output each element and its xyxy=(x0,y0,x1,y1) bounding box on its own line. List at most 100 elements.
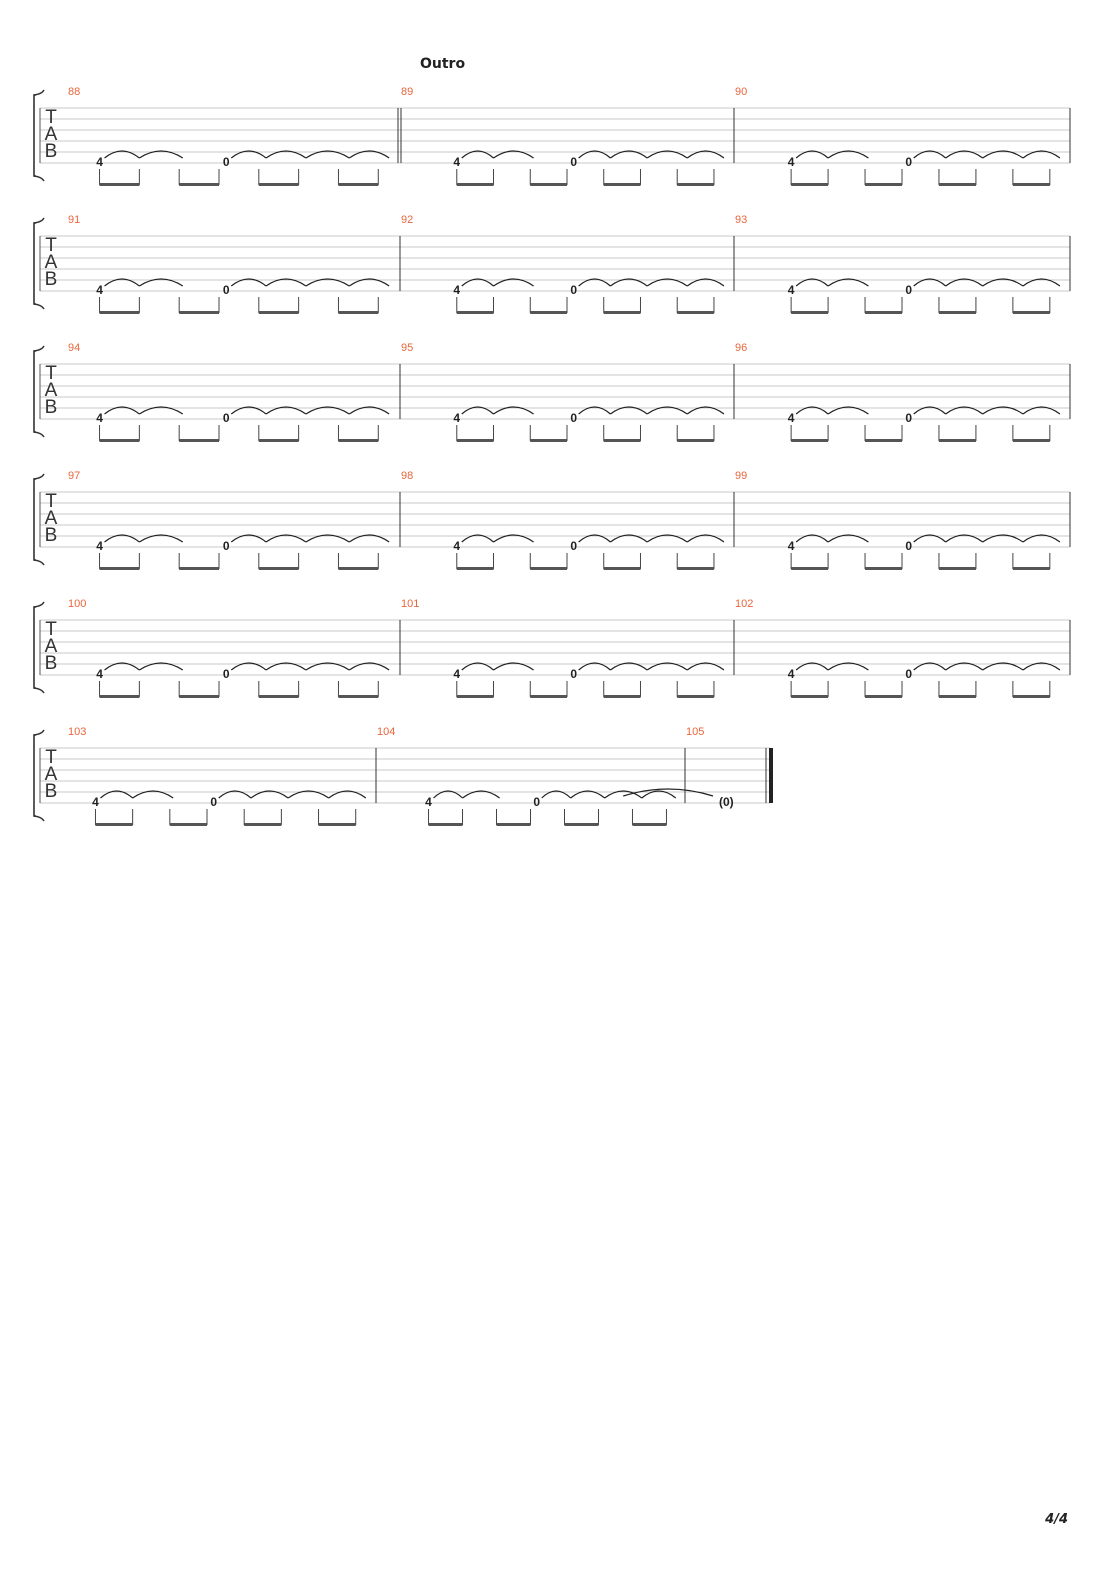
tie-arc xyxy=(139,150,184,159)
tie-arc xyxy=(265,278,307,287)
tie-arc xyxy=(578,662,611,671)
tie-arc xyxy=(462,790,500,799)
tie-arc xyxy=(493,150,534,159)
tab-clef-letter: B xyxy=(45,653,58,674)
fret-number: 4 xyxy=(453,155,460,169)
bar-number: 91 xyxy=(68,214,80,226)
note-beam xyxy=(258,567,299,570)
note-beam xyxy=(258,695,299,698)
tab-clef-letter: B xyxy=(45,269,58,290)
note-beam xyxy=(1012,695,1050,698)
tie-arc xyxy=(578,150,611,159)
note-beam xyxy=(938,567,976,570)
tie-arc xyxy=(945,278,984,287)
tie-arc xyxy=(139,278,184,287)
tab-clef-letter: A xyxy=(45,508,58,529)
tie-arc xyxy=(100,790,134,799)
tie-arc xyxy=(493,406,534,415)
tie-arc xyxy=(305,534,350,543)
tie-arc xyxy=(493,662,534,671)
bar-number: 101 xyxy=(401,598,419,610)
tie-arc xyxy=(610,534,648,543)
tab-clef-letter: A xyxy=(45,636,58,657)
tie-arc xyxy=(305,150,350,159)
note-beam xyxy=(677,183,714,186)
system-bracket xyxy=(33,606,36,689)
fret-number: 4 xyxy=(96,155,103,169)
bar-number: 105 xyxy=(686,726,704,738)
tie-arc xyxy=(104,278,140,287)
fret-number: 4 xyxy=(96,539,103,553)
note-beam xyxy=(677,311,714,314)
note-beam xyxy=(530,439,567,442)
system-bracket xyxy=(33,478,36,561)
system-bracket xyxy=(33,734,36,817)
tie-arc xyxy=(623,788,714,797)
tie-arc xyxy=(250,790,289,799)
note-beam xyxy=(99,567,140,570)
tie-arc xyxy=(827,150,869,159)
note-beam xyxy=(791,567,829,570)
tie-arc xyxy=(230,278,267,287)
tie-arc xyxy=(139,406,184,415)
note-beam xyxy=(791,695,829,698)
bar-number: 97 xyxy=(68,470,80,482)
fret-number: 0 xyxy=(533,795,540,809)
note-beam xyxy=(677,439,714,442)
note-beam xyxy=(338,567,379,570)
tab-clef-letter: T xyxy=(45,491,57,512)
tie-arc xyxy=(348,150,390,159)
note-beam xyxy=(258,439,299,442)
tie-arc xyxy=(230,150,267,159)
note-beam xyxy=(179,183,219,186)
tie-arc xyxy=(982,662,1024,671)
note-beam xyxy=(338,311,379,314)
bar-number: 98 xyxy=(401,470,413,482)
tie-arc xyxy=(913,278,947,287)
tab-clef-letter: B xyxy=(45,781,58,802)
fret-number: 0 xyxy=(570,539,577,553)
tie-arc xyxy=(218,790,252,799)
final-barline-thick xyxy=(769,748,773,803)
note-beam xyxy=(456,695,494,698)
tie-arc xyxy=(827,534,869,543)
note-beam xyxy=(603,311,641,314)
note-beam xyxy=(791,439,829,442)
note-beam xyxy=(938,439,976,442)
note-beam xyxy=(258,183,299,186)
bar-number: 93 xyxy=(735,214,747,226)
note-beam xyxy=(938,183,976,186)
tie-arc xyxy=(913,534,947,543)
tie-arc xyxy=(328,790,367,799)
note-beam xyxy=(95,823,133,826)
bracket-hook xyxy=(33,815,45,822)
note-beam xyxy=(179,439,219,442)
tie-arc xyxy=(493,534,534,543)
tab-clef-letter: B xyxy=(45,141,58,162)
tie-arc xyxy=(913,406,947,415)
note-beam xyxy=(99,695,140,698)
tie-arc xyxy=(461,150,494,159)
bar-number: 94 xyxy=(68,342,80,354)
bracket-hook xyxy=(33,473,45,480)
note-beam xyxy=(456,183,494,186)
tie-arc xyxy=(610,150,648,159)
fret-number: 0 xyxy=(905,539,912,553)
note-beam xyxy=(865,311,902,314)
section-label-outro: Outro xyxy=(420,56,465,72)
note-beam xyxy=(179,695,219,698)
bar-number: 100 xyxy=(68,598,86,610)
tie-arc xyxy=(686,406,725,415)
note-beam xyxy=(99,183,140,186)
tie-arc xyxy=(945,534,984,543)
note-beam xyxy=(456,311,494,314)
tie-arc xyxy=(348,278,390,287)
tie-arc xyxy=(610,662,648,671)
tie-arc xyxy=(493,278,534,287)
tie-arc xyxy=(795,534,829,543)
tie-arc xyxy=(795,278,829,287)
